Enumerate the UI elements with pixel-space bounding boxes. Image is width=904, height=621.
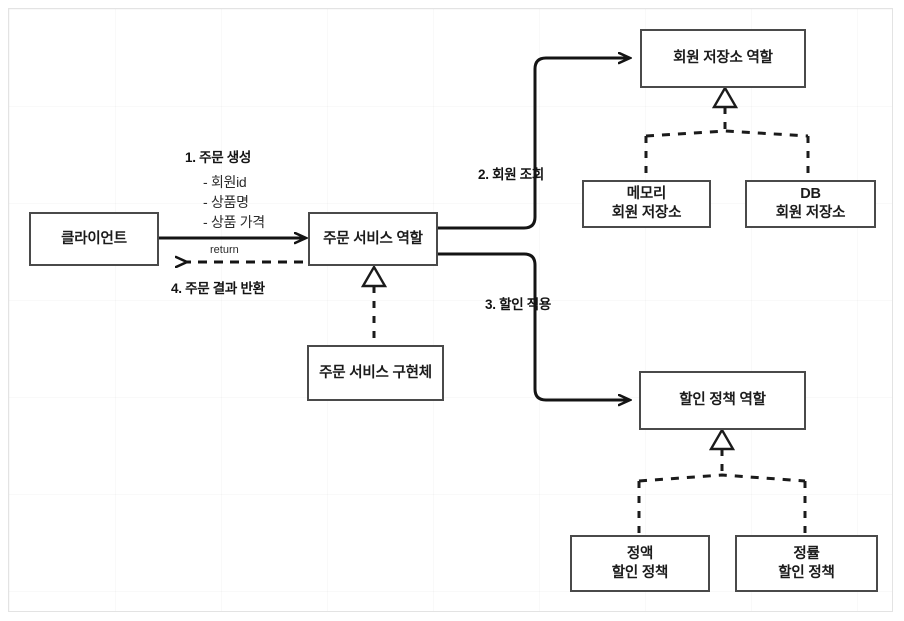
flow-param-item-name: - 상품명 bbox=[203, 194, 249, 210]
realization-discount-policy bbox=[637, 427, 807, 535]
flow-param-item-price: - 상품 가격 bbox=[203, 214, 265, 230]
node-rate-discount-policy-line1: 정률 bbox=[793, 545, 820, 562]
node-order-service-impl-label: 주문 서비스 구현체 bbox=[319, 364, 432, 381]
node-order-service-impl[interactable]: 주문 서비스 구현체 bbox=[307, 345, 444, 401]
node-db-member-repository-line1: DB bbox=[800, 186, 821, 203]
grid-background bbox=[9, 9, 893, 612]
node-client[interactable]: 클라이언트 bbox=[29, 212, 159, 266]
node-memory-member-repository[interactable]: 메모리 회원 저장소 bbox=[582, 180, 711, 228]
node-rate-discount-policy[interactable]: 정률 할인 정책 bbox=[735, 535, 878, 592]
node-member-repository-role-label: 회원 저장소 역할 bbox=[673, 50, 773, 67]
realization-order-service bbox=[360, 264, 388, 345]
node-member-repository-role[interactable]: 회원 저장소 역할 bbox=[640, 29, 806, 88]
realization-member-repository bbox=[644, 85, 810, 180]
node-client-label: 클라이언트 bbox=[61, 230, 127, 247]
flow-param-member-id: - 회원id bbox=[203, 174, 247, 190]
node-discount-policy-role-label: 할인 정책 역할 bbox=[679, 392, 766, 409]
node-db-member-repository-line2: 회원 저장소 bbox=[775, 205, 846, 221]
flow-label-return-tag: return bbox=[210, 244, 239, 256]
node-discount-policy-role[interactable]: 할인 정책 역할 bbox=[639, 371, 806, 430]
node-memory-member-repository-line1: 메모리 bbox=[626, 186, 667, 203]
node-rate-discount-policy-line2: 할인 정책 bbox=[778, 564, 835, 581]
connector-find-member bbox=[438, 58, 629, 230]
node-fixed-discount-policy[interactable]: 정액 할인 정책 bbox=[570, 535, 710, 592]
node-order-service-role[interactable]: 주문 서비스 역할 bbox=[308, 212, 438, 266]
flow-label-apply-discount: 3. 할인 적용 bbox=[485, 297, 552, 312]
node-db-member-repository[interactable]: DB 회원 저장소 bbox=[745, 180, 876, 228]
flow-label-return-result: 4. 주문 결과 반환 bbox=[171, 281, 265, 296]
node-memory-member-repository-line2: 회원 저장소 bbox=[611, 205, 682, 221]
node-fixed-discount-policy-line1: 정액 bbox=[626, 545, 654, 562]
connector-apply-discount bbox=[438, 252, 629, 400]
flow-label-create-order: 1. 주문 생성 bbox=[185, 150, 252, 165]
node-fixed-discount-policy-line2: 할인 정책 bbox=[611, 564, 669, 581]
flow-label-find-member: 2. 회원 조회 bbox=[478, 167, 545, 182]
node-order-service-role-label: 주문 서비스 역할 bbox=[323, 230, 423, 247]
